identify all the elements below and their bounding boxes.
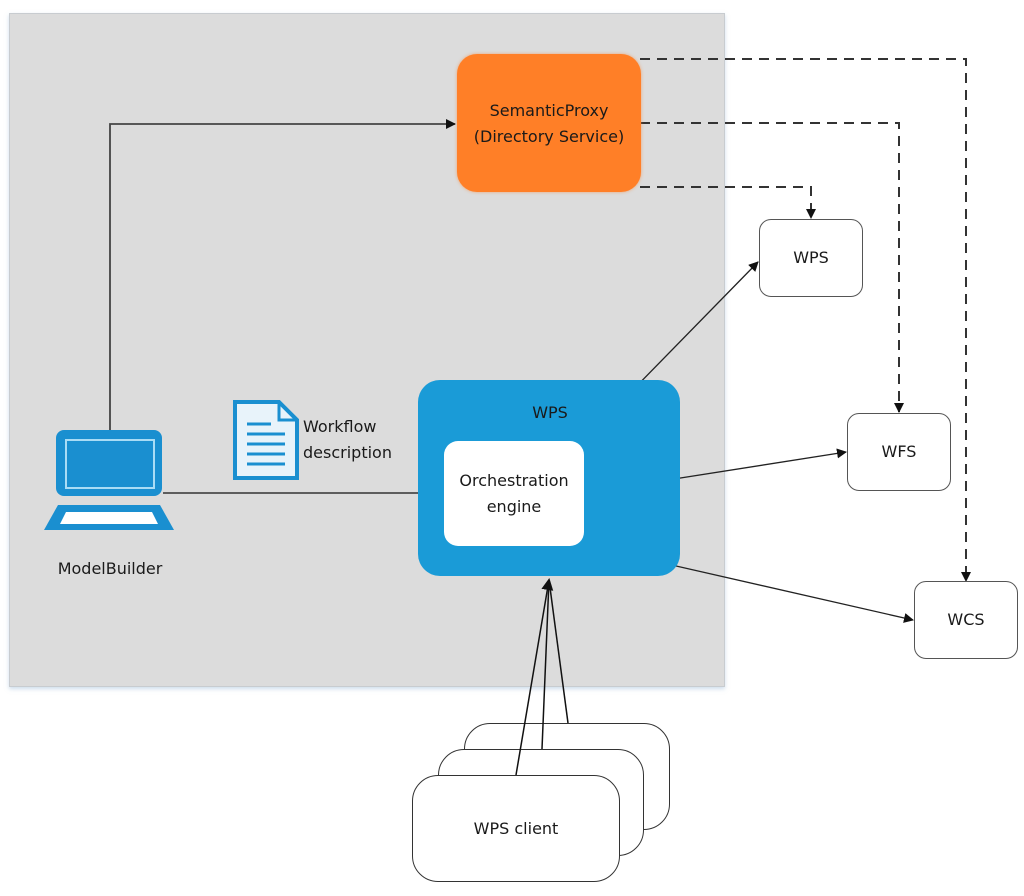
edge-modelbuilder-proxy xyxy=(109,119,456,431)
semantic-proxy-label-2: (Directory Service) xyxy=(473,127,625,146)
service-wfs-node xyxy=(847,413,951,491)
wps-client-label: WPS client xyxy=(473,819,559,838)
edge-proxy-wps-dashed xyxy=(640,186,816,219)
service-wcs-node xyxy=(914,581,1018,659)
semantic-proxy-node xyxy=(457,54,641,192)
document-icon xyxy=(233,400,299,480)
orchestration-engine-node xyxy=(444,441,584,546)
laptop-icon xyxy=(44,430,174,530)
workflow-label-1: Workflow xyxy=(303,417,377,436)
modelbuilder-label: ModelBuilder xyxy=(57,559,163,578)
service-wps-label: WPS xyxy=(793,248,829,267)
semantic-proxy-label-1: SemanticProxy xyxy=(489,101,609,120)
wps-client-node-front xyxy=(412,775,620,882)
service-wcs-label: WCS xyxy=(947,610,985,629)
edge-proxy-wcs-dashed xyxy=(640,58,971,582)
service-wfs-label: WFS xyxy=(881,442,917,461)
engine-label-2: engine xyxy=(486,497,542,516)
edge-proxy-wfs-dashed xyxy=(640,122,904,413)
wps-server-title: WPS xyxy=(532,403,568,422)
workflow-label-2: description xyxy=(303,443,392,462)
engine-label-1: Orchestration xyxy=(459,471,569,490)
service-wps-node xyxy=(759,219,863,297)
